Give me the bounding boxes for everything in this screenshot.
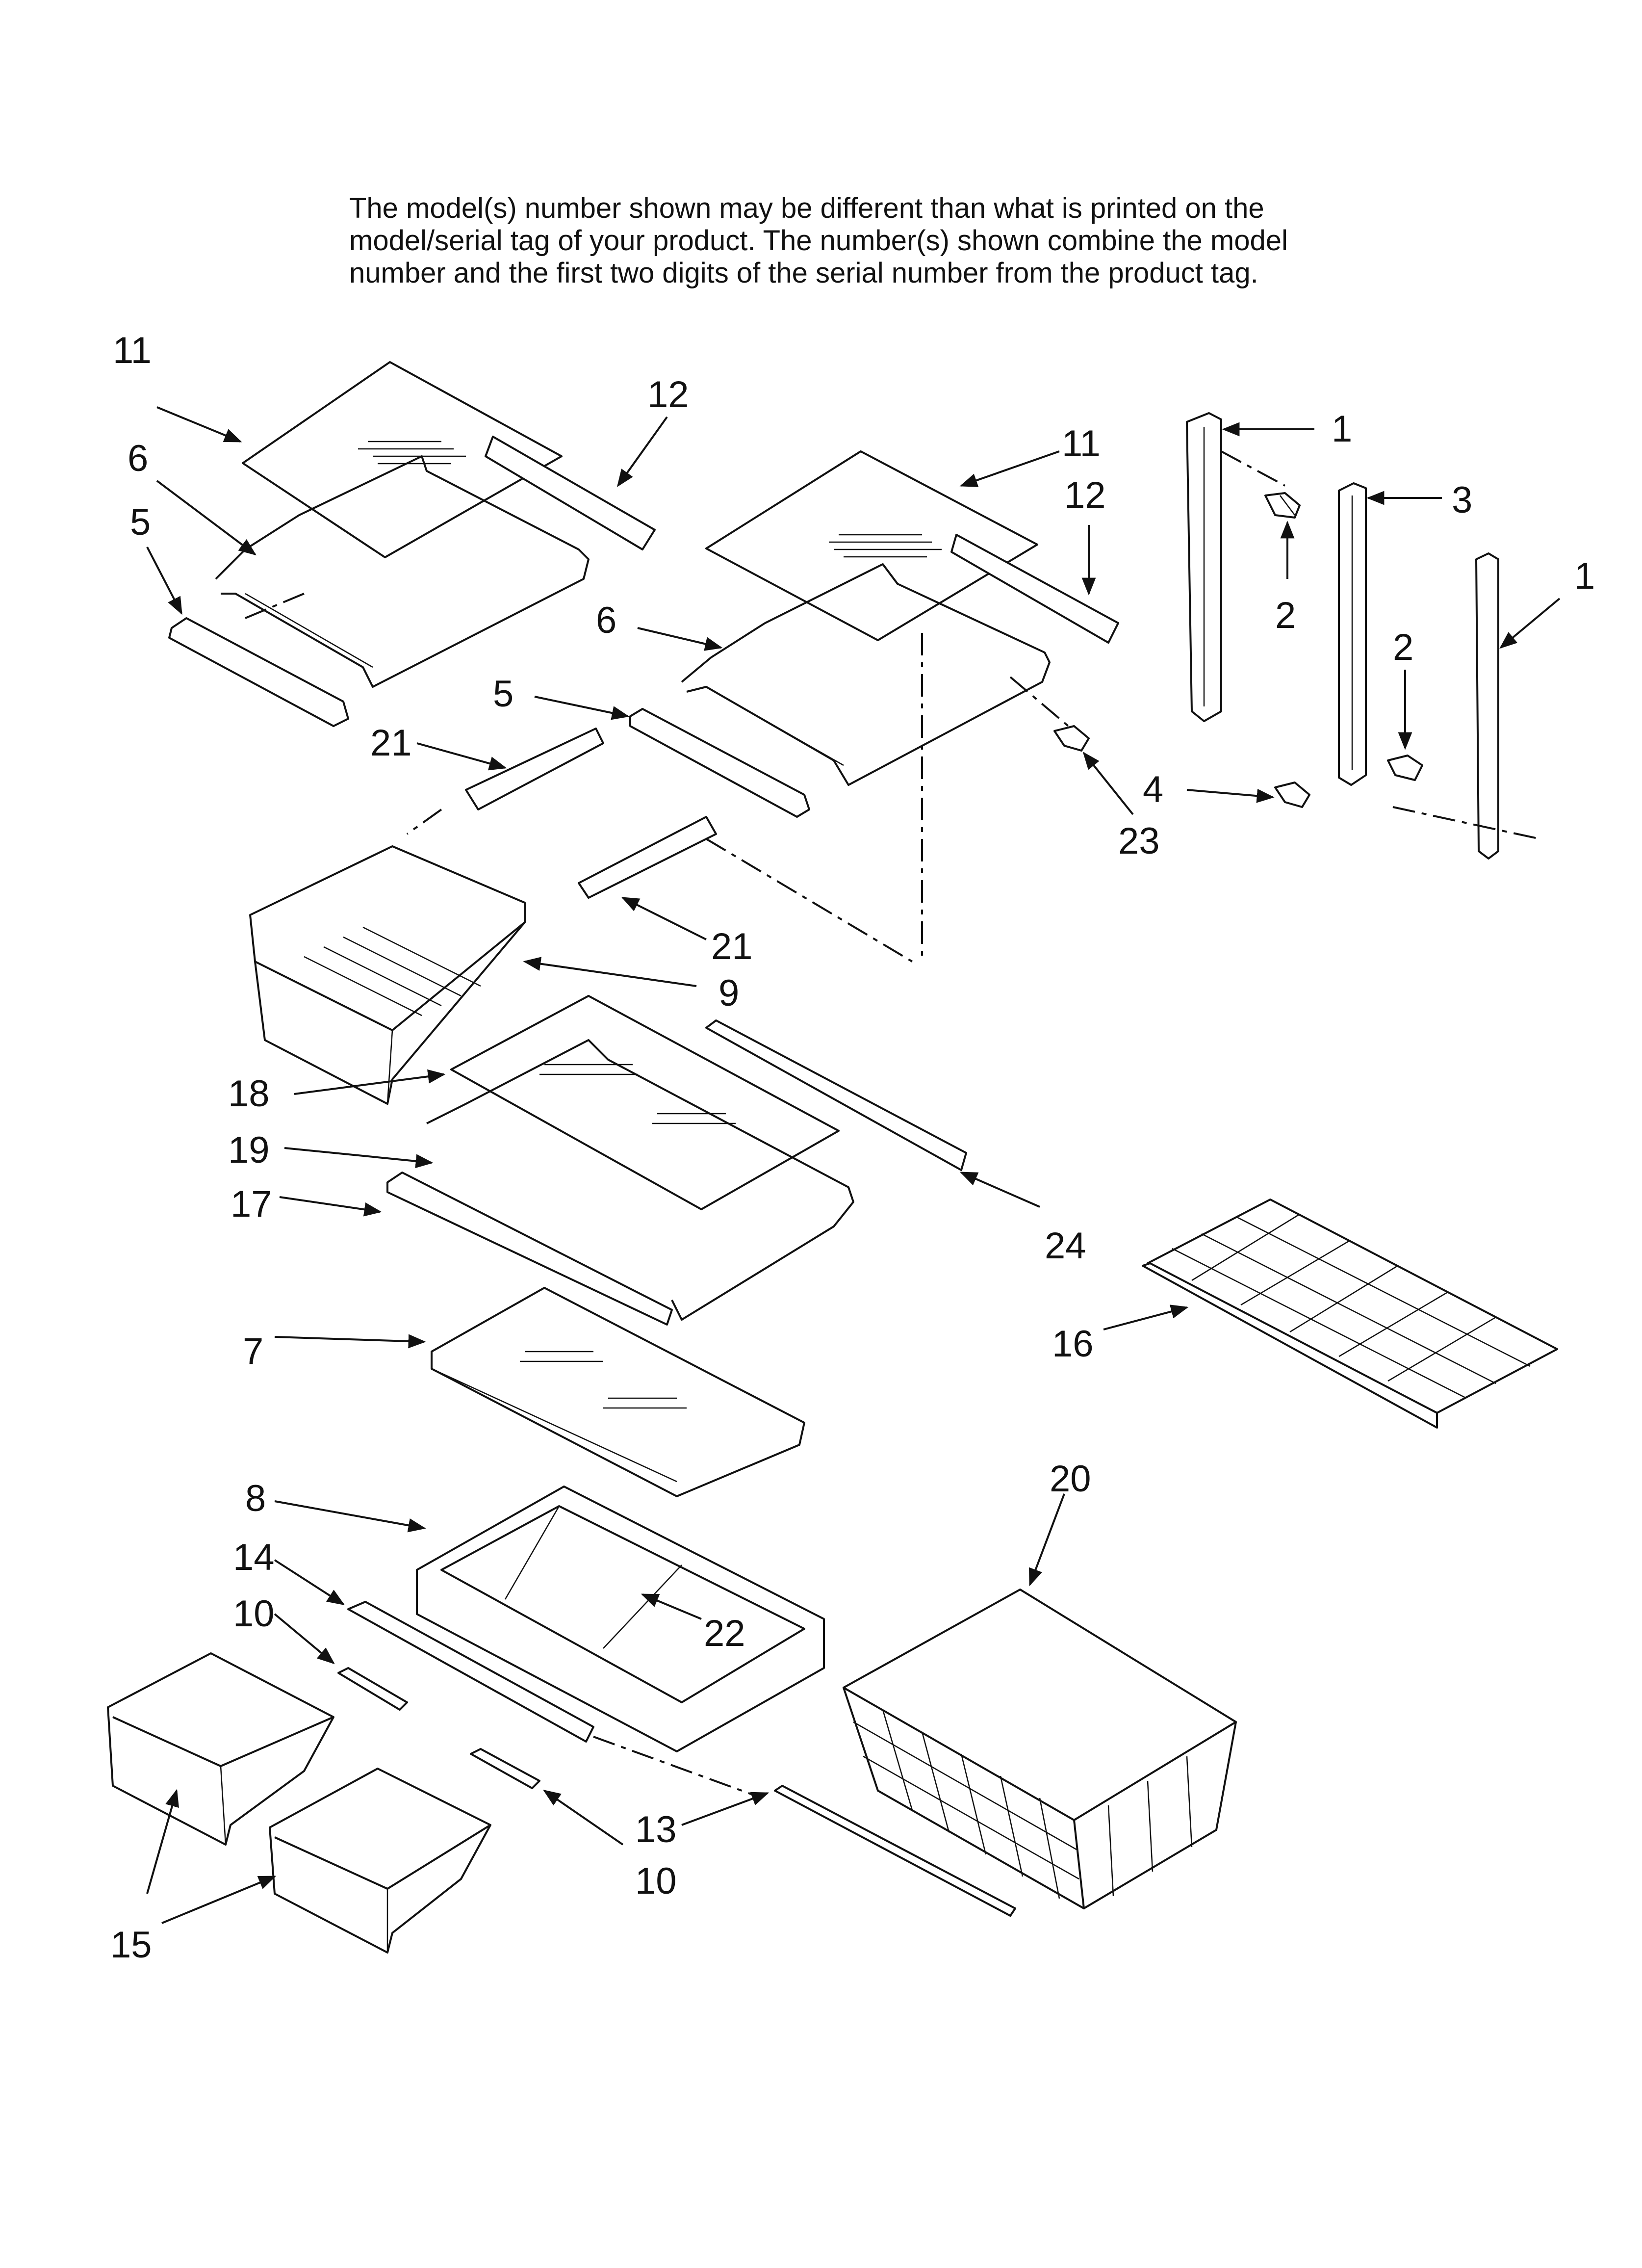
drawer-ribs	[304, 926, 481, 1017]
glass-shelf-middle	[450, 995, 840, 1210]
callout-20: 20	[1050, 1458, 1091, 1500]
screw-icon	[1264, 492, 1301, 519]
callout-10-lower: 10	[635, 1860, 677, 1902]
wire-basket	[843, 1589, 1237, 1909]
callout-6-upper-left: 6	[128, 438, 148, 479]
glass-shelf-upper-middle	[705, 450, 1038, 641]
callout-10-upper: 10	[233, 1593, 275, 1635]
callout-12-upper-middle: 12	[1064, 474, 1106, 516]
crisper-cover-assembly	[431, 1287, 805, 1497]
crisper-frame-assembly	[347, 1486, 825, 1797]
upper-middle-shelf-assembly	[629, 450, 1119, 818]
shelf-front-trim-middle	[386, 1172, 673, 1326]
crisper-divider-rail	[347, 1601, 594, 1743]
wire-shelf-rods	[1172, 1213, 1531, 1399]
shelf-frame-middle	[426, 1039, 854, 1321]
disclaimer-line-3: number and the first two digits of the s…	[349, 257, 1258, 289]
callout-16: 16	[1052, 1323, 1094, 1365]
callout-17: 17	[231, 1183, 272, 1225]
screw-icon	[1274, 782, 1310, 808]
callout-4: 4	[1143, 769, 1163, 810]
callout-2-lower: 2	[1393, 626, 1413, 668]
shelf-front-trim-upper-middle	[629, 708, 810, 818]
leader-lines	[146, 406, 1561, 1924]
callout-11-upper-left: 11	[113, 330, 152, 371]
callout-14: 14	[233, 1537, 275, 1578]
callout-21-lower: 21	[711, 926, 753, 967]
callout-13: 13	[635, 1809, 677, 1851]
shelf-ladders	[1009, 412, 1540, 860]
screw-icon	[1387, 755, 1423, 781]
upper-left-shelf-assembly	[168, 361, 656, 727]
callout-19: 19	[228, 1129, 270, 1171]
screw-icon	[1053, 725, 1090, 752]
callout-23: 23	[1118, 820, 1160, 862]
wire-basket-rim	[843, 1589, 1237, 1821]
callout-8: 8	[245, 1478, 266, 1519]
callout-3: 3	[1452, 479, 1472, 521]
shelf-trim-upper-middle	[950, 534, 1119, 644]
callout-5-upper-left: 5	[130, 501, 151, 543]
model-number-disclaimer: The model(s) number shown may be differe…	[349, 192, 1379, 289]
callout-2-upper: 2	[1275, 595, 1296, 636]
callout-numbers: 11 12 6 5 11 12 6 5 1 3 1 2 2 4 23 21 21…	[110, 330, 1595, 1966]
callout-1-left-ladder: 1	[1332, 408, 1352, 450]
shelf-rear-trim-middle	[705, 1019, 967, 1171]
callout-22: 22	[704, 1613, 745, 1654]
wire-basket-grid	[853, 1709, 1193, 1899]
shelf-front-trim-upper-left	[168, 617, 349, 727]
crisper-drawers	[107, 1652, 491, 1954]
crisper-drawer-left	[107, 1652, 334, 1846]
glass-glare-marks	[829, 534, 942, 558]
crisper-drawer-right	[269, 1768, 491, 1954]
callout-9: 9	[718, 972, 739, 1014]
wire-shelf	[1142, 1199, 1558, 1429]
glass-glare-marks	[358, 441, 466, 465]
callout-24: 24	[1045, 1225, 1086, 1267]
crisper-clip-right	[470, 1748, 540, 1789]
callout-18: 18	[228, 1073, 270, 1115]
callout-6-upper-middle: 6	[596, 600, 616, 641]
callout-12-upper-left: 12	[647, 374, 689, 416]
shelf-frame-upper-left	[215, 455, 590, 688]
callout-11-upper-middle: 11	[1062, 423, 1101, 465]
shelf-ladder-right	[1475, 552, 1499, 860]
glass-shelf-upper-left	[242, 361, 563, 558]
callout-7: 7	[243, 1330, 263, 1372]
callout-1-right-ladder: 1	[1574, 555, 1595, 597]
pantry-drawer-assembly	[249, 633, 923, 1105]
callout-21-upper: 21	[370, 722, 412, 764]
callout-5-upper-middle: 5	[493, 673, 513, 715]
glass-glare-marks	[520, 1351, 687, 1409]
crisper-clip-left	[337, 1667, 408, 1711]
crisper-cover-glass	[431, 1287, 805, 1497]
middle-shelf-assembly	[386, 995, 967, 1326]
shelf-trim-upper-left	[485, 436, 656, 550]
callout-15: 15	[110, 1924, 152, 1966]
disclaimer-line-1: The model(s) number shown may be differe…	[349, 192, 1264, 224]
disclaimer-line-2: model/serial tag of your product. The nu…	[349, 225, 1288, 257]
crisper-rod	[774, 1785, 1016, 1917]
drawer-slide-left	[465, 728, 604, 810]
crisper-frame	[416, 1486, 825, 1752]
pantry-drawer	[249, 845, 526, 1105]
drawer-slide-right	[578, 816, 717, 899]
